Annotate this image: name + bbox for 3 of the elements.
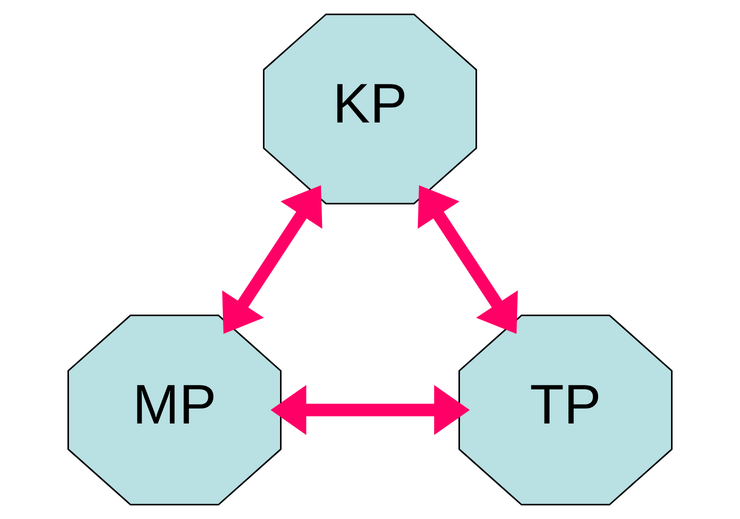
arrow <box>418 185 518 334</box>
arrow <box>222 185 322 334</box>
arrow <box>270 385 470 435</box>
